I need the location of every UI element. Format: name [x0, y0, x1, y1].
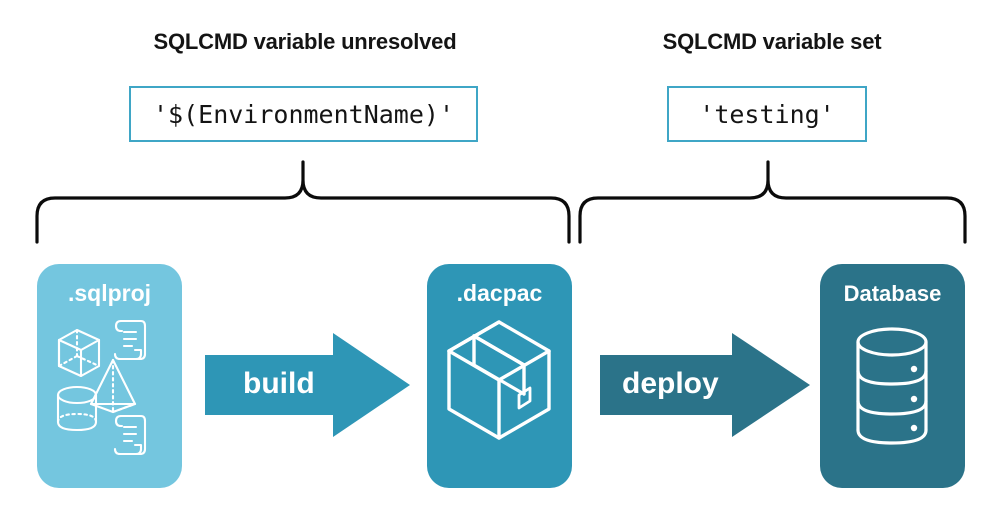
section-heading-unresolved: SQLCMD variable unresolved: [153, 29, 457, 54]
section-heading-set: SQLCMD variable set: [662, 29, 882, 54]
arrow-deploy-shape: [600, 333, 810, 437]
curly-brace-right: [578, 160, 967, 244]
stage-card-database: Database: [820, 264, 965, 488]
curly-brace-left: [35, 160, 571, 244]
stage-card-sqlproj-label: .sqlproj: [67, 280, 152, 306]
package-box-icon: [447, 320, 551, 440]
stage-card-sqlproj: .sqlproj: [37, 264, 182, 488]
cube-icon: [57, 328, 101, 378]
scroll-icon: [113, 319, 147, 361]
stage-card-dacpac: .dacpac: [427, 264, 572, 488]
brace-group: [35, 160, 967, 244]
stage-card-dacpac-label: .dacpac: [456, 280, 543, 306]
pyramid-icon: [89, 358, 137, 414]
code-value-box-set: 'testing': [667, 86, 867, 142]
stage-card-database-label: Database: [843, 281, 942, 306]
arrow-build-shape: [205, 333, 410, 437]
arrow-build: [205, 333, 410, 437]
cylinder-icon: [56, 385, 98, 432]
code-value-box-unresolved: '$(EnvironmentName)': [129, 86, 478, 142]
database-cylinder-icon: [856, 327, 928, 445]
arrow-deploy: [600, 333, 810, 437]
scroll-icon: [113, 414, 147, 456]
